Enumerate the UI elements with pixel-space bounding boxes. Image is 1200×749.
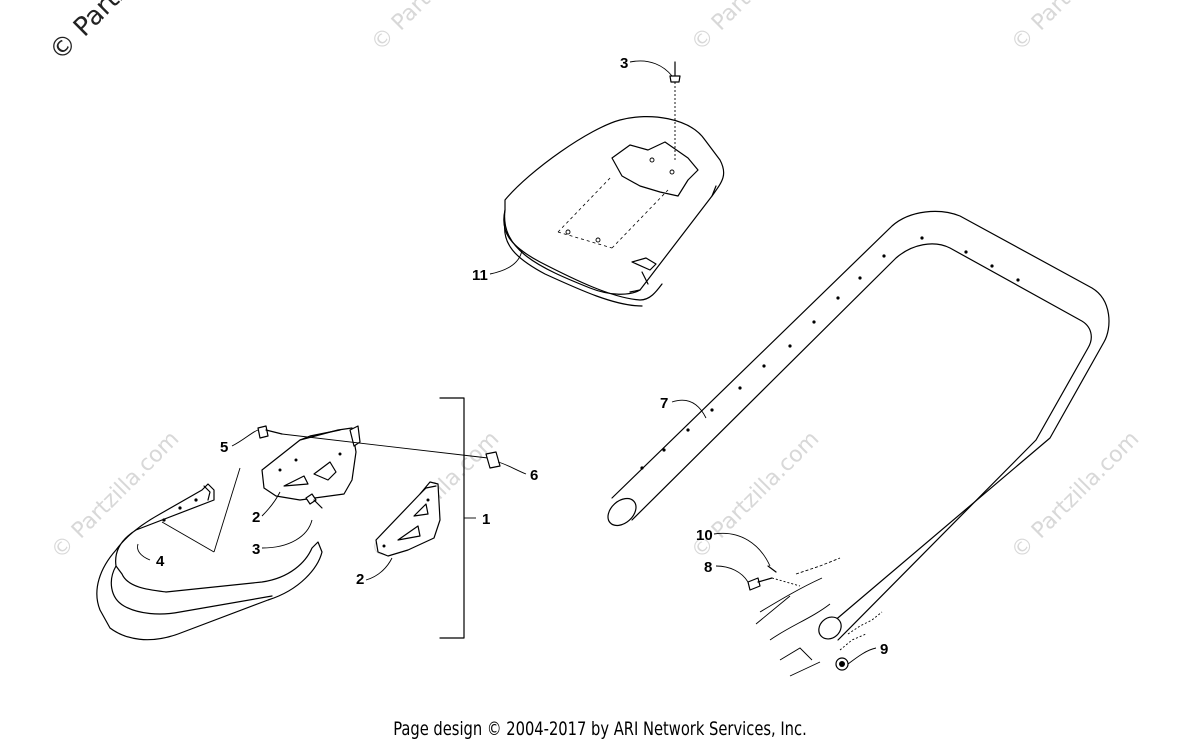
watermark: © Partzilla.com	[367, 0, 505, 56]
part-3-screw-top[interactable]	[669, 61, 681, 160]
group-bracket-1	[439, 397, 476, 639]
callout-5[interactable]: 5	[220, 439, 228, 456]
part-9-nut[interactable]	[835, 657, 849, 671]
watermark: © Partzilla.com	[1007, 0, 1145, 56]
watermark: © Partzilla.com	[687, 0, 825, 56]
part-5-bolt[interactable]	[257, 425, 489, 459]
watermark: © Partzilla.com	[47, 427, 185, 565]
callout-6[interactable]: 6	[530, 467, 538, 484]
callout-8[interactable]: 8	[704, 559, 712, 576]
watermark-corner: © Partzilla	[44, 0, 162, 67]
callout-10[interactable]: 10	[696, 527, 713, 544]
part-4-bumper[interactable]	[96, 467, 323, 641]
leader-lines	[137, 60, 877, 665]
watermark: © Partzilla.com	[1007, 427, 1145, 565]
part-6-nut-clip[interactable]	[485, 451, 501, 469]
callout-7[interactable]: 7	[660, 395, 668, 412]
part-7-grab-rail[interactable]	[603, 210, 1110, 643]
part-11-seat-cushion[interactable]	[503, 116, 725, 307]
chassis-detail	[755, 557, 883, 677]
callouts: 3 11 7 10 8 9 5 6 2 3 1 2 4	[156, 55, 888, 658]
part-3-screw-lower[interactable]	[305, 493, 323, 509]
callout-11[interactable]: 11	[472, 267, 488, 284]
rail-holes	[640, 236, 1020, 470]
part-2-bracket-upper[interactable]	[261, 425, 361, 501]
callout-1[interactable]: 1	[482, 511, 490, 528]
callout-9[interactable]: 9	[880, 641, 888, 658]
callout-2-lower[interactable]: 2	[356, 571, 364, 588]
part-10-pin[interactable]	[767, 565, 777, 573]
part-8-bolt[interactable]	[747, 577, 801, 591]
footer-copyright: Page design © 2004-2017 by ARI Network S…	[393, 718, 807, 740]
callout-3-lower[interactable]: 3	[252, 541, 260, 558]
callout-4[interactable]: 4	[156, 553, 165, 570]
part-2-bracket-lower[interactable]	[375, 481, 441, 557]
callout-2-upper[interactable]: 2	[252, 509, 260, 526]
callout-3-top[interactable]: 3	[620, 55, 628, 72]
